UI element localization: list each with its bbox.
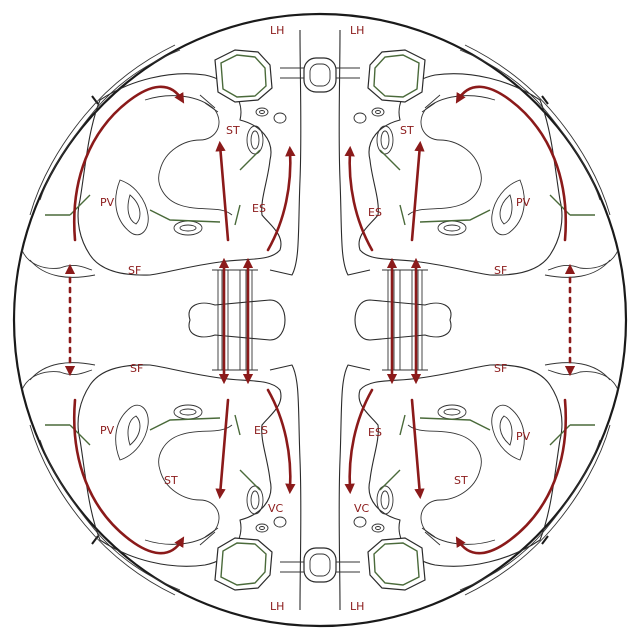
arrow-central-tr-1: [412, 145, 420, 240]
flow-arrows: [70, 87, 570, 553]
outer-boundary-circle: [14, 14, 626, 626]
label-lh: LH: [350, 24, 364, 37]
tick-mark: [542, 536, 548, 544]
tick-mark: [542, 96, 548, 104]
arrow-central-br-1: [412, 400, 420, 495]
label-lh: LH: [270, 24, 284, 37]
tick-mark: [92, 536, 98, 544]
top-connector: [282, 58, 358, 92]
arrow-central-tl-1: [220, 145, 228, 240]
center-lozenge-left: [189, 300, 285, 340]
label-lh: LH: [270, 600, 284, 613]
label-es: ES: [252, 202, 266, 215]
quadrant-top-left: [22, 45, 300, 277]
label-pv: PV: [516, 196, 531, 209]
label-es: ES: [368, 206, 382, 219]
labels: LH LH LH LH ST ST ST ST ES ES ES ES PV P…: [100, 24, 531, 613]
label-st: ST: [164, 474, 178, 487]
quadrant-bottom-left: [22, 363, 300, 595]
quadrant-top-right: [340, 45, 618, 277]
label-sf: SF: [130, 362, 143, 375]
connector-bars: [212, 270, 428, 370]
center-lozenge-right: [355, 300, 451, 340]
label-vc: VC: [354, 502, 370, 515]
label-pv: PV: [100, 196, 115, 209]
label-pv: PV: [516, 430, 531, 443]
label-sf: SF: [128, 264, 141, 277]
arrow-outer-tr: [458, 87, 566, 240]
label-es: ES: [254, 424, 268, 437]
label-st: ST: [454, 474, 468, 487]
label-sf: SF: [494, 362, 507, 375]
label-lh: LH: [350, 600, 364, 613]
label-st: ST: [226, 124, 240, 137]
bottom-connector: [282, 548, 358, 582]
arrow-outer-tl: [74, 87, 182, 240]
label-es: ES: [368, 426, 382, 439]
arrow-central-bl-1: [220, 400, 228, 495]
quadrant-bottom-right: [340, 363, 618, 595]
label-st: ST: [400, 124, 414, 137]
label-vc: VC: [268, 502, 284, 515]
label-sf: SF: [494, 264, 507, 277]
tick-mark: [92, 96, 98, 104]
arrow-outer-br: [458, 400, 566, 553]
label-pv: PV: [100, 424, 115, 437]
